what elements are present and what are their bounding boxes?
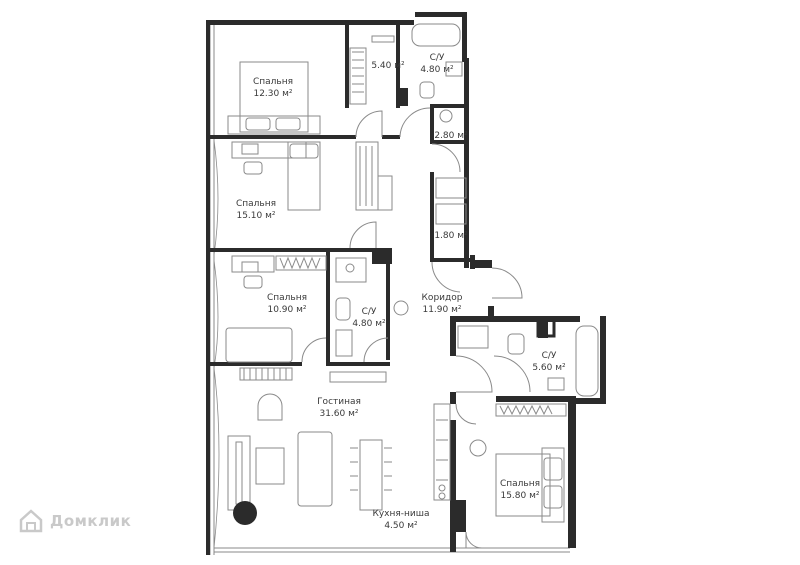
room-label-bath-3: С/У 5.60 м² (532, 350, 565, 374)
room-name: С/У (429, 53, 445, 63)
room-name: С/У (541, 351, 557, 361)
room-label-bedroom-2: Спальня 15.10 м² (236, 198, 276, 222)
watermark-text: Домклик (50, 512, 132, 530)
house-logo-icon (19, 509, 43, 533)
room-area: 11.90 м² (422, 305, 462, 315)
room-name: Коридор (421, 293, 463, 303)
room-label-living: Гостиная 31.60 м² (317, 396, 361, 420)
room-area: 4.80 м² (352, 319, 386, 329)
walls (206, 12, 606, 555)
room-name: Гостиная (317, 397, 361, 407)
room-area: 5.40 м² (371, 61, 405, 71)
room-area: 12.30 м² (253, 89, 293, 99)
room-area: 5.60 м² (532, 363, 566, 373)
room-area: 15.10 м² (236, 211, 276, 221)
room-label-kitchen: Кухня-ниша 4.50 м² (372, 508, 429, 532)
room-label-bath-2: С/У 4.80 м² (352, 306, 385, 330)
room-name: Кухня-ниша (372, 509, 430, 519)
room-area: 10.90 м² (267, 305, 307, 315)
room-area: 1.80 м² (434, 231, 468, 241)
room-area: 31.60 м² (319, 409, 359, 419)
room-name: Спальня (252, 77, 294, 87)
room-name: Спальня (266, 293, 308, 303)
room-area: 2.80 м² (434, 131, 468, 141)
room-area: 4.50 м² (384, 521, 418, 531)
room-label-bedroom-1: Спальня 12.30 м² (253, 76, 293, 100)
room-name: Спальня (235, 199, 277, 209)
room-label-bedroom-3: Спальня 10.90 м² (267, 292, 307, 316)
room-name: Спальня (499, 479, 541, 489)
furniture (225, 23, 599, 523)
room-label-wardrobe-1: 5.40 м² (371, 60, 404, 72)
watermark: Домклик (18, 508, 131, 534)
room-label-bedroom-4: Спальня 15.80 м² (500, 478, 540, 502)
room-name: С/У (361, 307, 377, 317)
room-label-storage-2: 1.80 м² (434, 230, 467, 242)
room-area: 4.80 м² (420, 65, 454, 75)
room-area: 15.80 м² (500, 491, 540, 501)
room-label-corridor: Коридор 11.90 м² (422, 292, 463, 316)
room-label-storage-1: 2.80 м² (434, 130, 467, 142)
room-label-bath-1: С/У 4.80 м² (420, 52, 453, 76)
